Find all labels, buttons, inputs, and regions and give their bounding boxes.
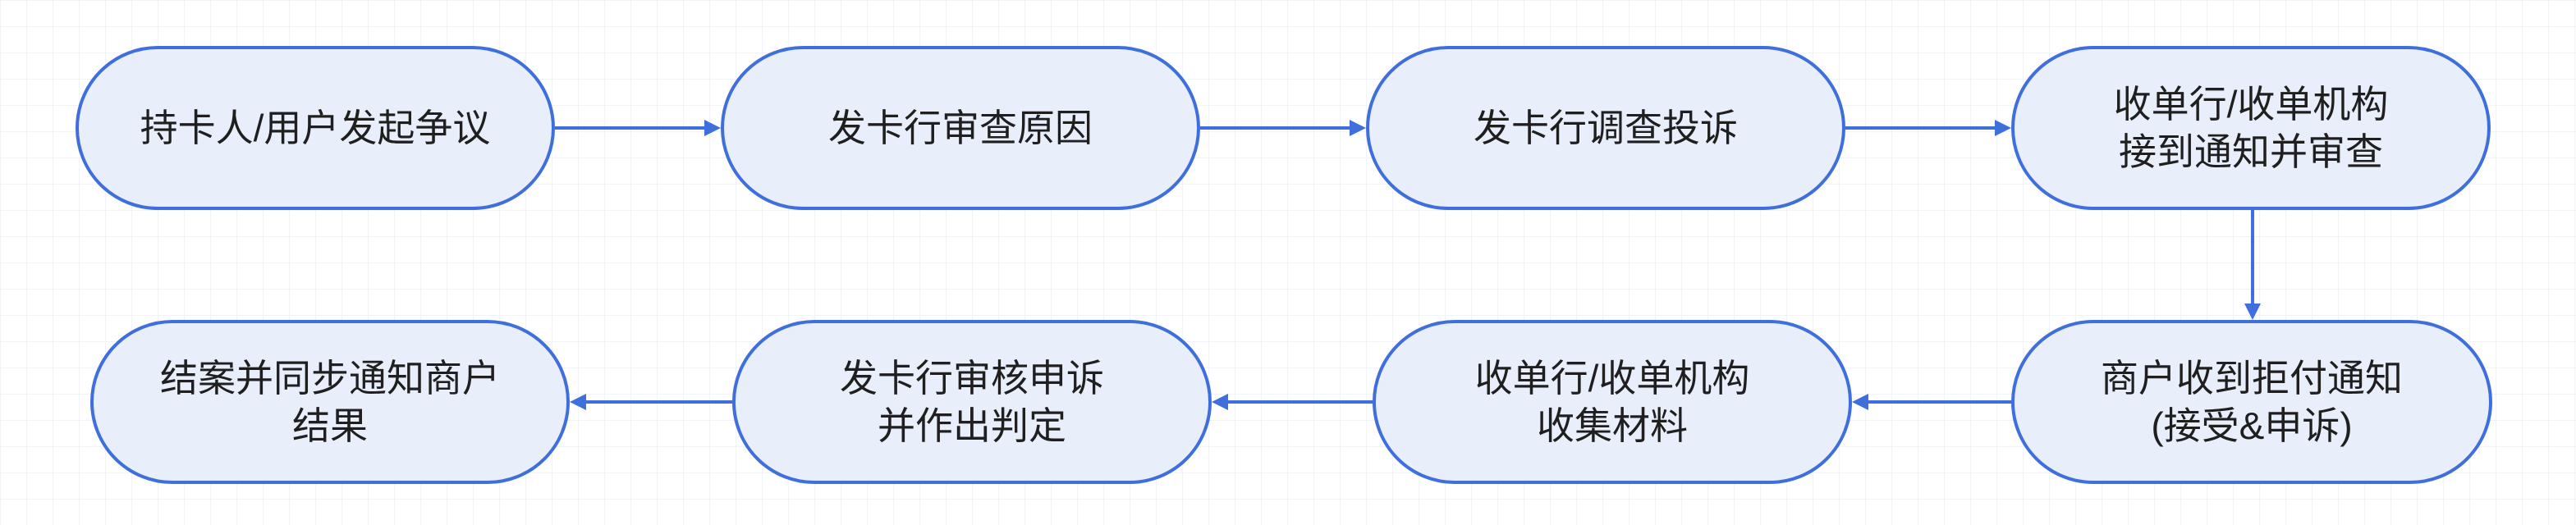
arrowhead-4-to-5 [2244, 304, 2261, 320]
node-issuer-review-reason: 发卡行审查原因 [721, 46, 1200, 210]
arrowhead-6-to-7 [1212, 394, 1228, 410]
node-issuer-ruling: 发卡行审核申诉 并作出判定 [732, 320, 1212, 484]
node-acquirer-notified-review: 收单行/收单机构 接到通知并审查 [2011, 46, 2491, 210]
node-issuer-investigate: 发卡行调查投诉 [1366, 46, 1845, 210]
node-case-closed-notify: 结案并同步通知商户 结果 [90, 320, 570, 484]
node-merchant-chargeback-notice: 商户收到拒付通知 (接受&申诉) [2011, 320, 2492, 484]
arrowhead-1-to-2 [704, 120, 721, 136]
arrowhead-5-to-6 [1852, 394, 1868, 410]
node-acquirer-collect-materials: 收单行/收单机构 收集材料 [1373, 320, 1852, 484]
arrowhead-7-to-8 [570, 394, 586, 410]
arrowhead-3-to-4 [1995, 120, 2011, 136]
node-dispute-initiated: 持卡人/用户发起争议 [76, 46, 555, 210]
arrowhead-2-to-3 [1350, 120, 1366, 136]
